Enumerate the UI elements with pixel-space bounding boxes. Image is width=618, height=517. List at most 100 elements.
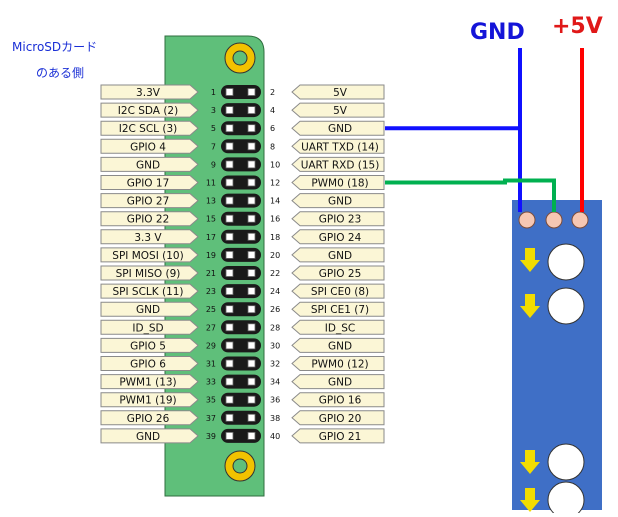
right-pin-label-box xyxy=(291,410,385,426)
led xyxy=(547,481,585,517)
right-pin-label: ID_SC xyxy=(325,322,355,334)
pin-right xyxy=(247,214,256,223)
right-pin-label: SPI CE0 (8) xyxy=(311,286,369,298)
right-pin-label: GPIO 23 xyxy=(319,214,362,226)
right-pin-number: 38 xyxy=(270,414,280,423)
direction-arrow xyxy=(520,294,540,318)
left-pin-label-box xyxy=(100,356,199,371)
pin-left xyxy=(225,196,234,205)
right-pin-label-box xyxy=(291,229,385,245)
left-pin-number: 25 xyxy=(206,305,216,314)
pin-left xyxy=(225,232,234,241)
pin-right xyxy=(247,323,256,332)
pin-left xyxy=(225,106,234,114)
right-pin-number: 14 xyxy=(270,197,280,206)
right-pin-label: PWM0 (18) xyxy=(311,178,368,190)
left-pin-number: 13 xyxy=(206,197,216,206)
left-pin-number: 23 xyxy=(206,287,216,296)
left-pin-label: 3.3 V xyxy=(134,232,162,244)
pin-right xyxy=(247,269,256,277)
left-pin-label: GPIO 26 xyxy=(127,413,170,425)
right-pin-number: 26 xyxy=(270,305,280,314)
right-pin-number: 6 xyxy=(270,124,275,133)
pin-right xyxy=(247,124,256,133)
right-pin-label-box xyxy=(291,156,385,172)
left-pin-number: 1 xyxy=(211,88,216,97)
left-pin-number: 9 xyxy=(211,160,216,169)
pin-left xyxy=(225,214,234,223)
left-pin-label-box xyxy=(100,392,199,408)
left-pin-label: GPIO 27 xyxy=(127,196,170,208)
right-pin-number: 22 xyxy=(270,269,280,278)
mount-hole-top-inner xyxy=(232,50,248,66)
wires xyxy=(385,48,584,212)
right-pin-number: 28 xyxy=(270,323,280,332)
right-pin-label: GPIO 20 xyxy=(319,413,362,425)
right-pin-number: 18 xyxy=(270,233,280,242)
left-pin-number: 3 xyxy=(211,106,216,115)
pin-right xyxy=(247,178,256,187)
direction-arrow xyxy=(520,248,540,272)
left-pin-label-box xyxy=(100,193,199,209)
right-pin-label-box xyxy=(291,193,385,209)
pin-right xyxy=(247,431,256,440)
right-pin-label-box xyxy=(291,374,385,390)
left-pin-label-box xyxy=(100,374,199,390)
pin-left xyxy=(225,431,234,440)
right-pin-label-box xyxy=(291,84,385,100)
left-pin-number: 37 xyxy=(206,414,216,423)
right-pin-label: GPIO 16 xyxy=(319,395,362,407)
left-pin-number: 35 xyxy=(206,396,216,405)
pin-left xyxy=(225,124,234,133)
left-pin-label-box xyxy=(100,319,199,335)
led-strip xyxy=(512,200,602,517)
left-pin-label-box xyxy=(100,229,199,245)
pad-din xyxy=(545,211,563,229)
pin-left xyxy=(225,359,234,368)
right-pin-number: 30 xyxy=(270,341,280,350)
pin-right xyxy=(247,395,256,404)
right-pin-number: 40 xyxy=(270,432,280,441)
right-pin-label: UART TXD (14) xyxy=(301,141,379,153)
pin-left xyxy=(225,250,234,259)
pin-left xyxy=(225,323,234,332)
left-pin-number: 5 xyxy=(211,124,216,133)
left-pin-label-box xyxy=(100,265,199,281)
microsd-side-note-line2: のある側 xyxy=(36,66,85,80)
right-pin-label-box xyxy=(291,337,385,353)
right-pin-label: GPIO 24 xyxy=(319,232,362,244)
pin-left xyxy=(225,395,234,404)
right-pin-label-box xyxy=(291,265,385,281)
left-pin-label: GND xyxy=(136,304,160,316)
right-pin-label: GND xyxy=(328,340,352,352)
right-pin-number: 34 xyxy=(270,378,280,387)
left-pin-label-box xyxy=(100,156,199,172)
right-pin-label-box xyxy=(291,283,385,299)
pad-5v xyxy=(571,211,589,229)
pin-right xyxy=(247,232,256,241)
left-pin-number: 29 xyxy=(206,341,216,350)
left-pin-label-box xyxy=(100,84,199,100)
left-pin-label: 3.3V xyxy=(136,87,161,99)
pin-left xyxy=(225,160,234,169)
left-pin-label-box xyxy=(100,247,199,263)
left-pin-label: GPIO 6 xyxy=(130,359,166,371)
right-pin-number: 24 xyxy=(270,287,280,296)
left-pin-number: 31 xyxy=(206,360,216,369)
pin-right xyxy=(247,341,256,350)
microsd-side-note-line1: MicroSDカード xyxy=(12,40,98,54)
5v-wire-label: +5V xyxy=(552,14,603,39)
left-pin-label-box xyxy=(100,102,199,118)
right-pin-label: GND xyxy=(328,250,352,262)
left-pin-label: SPI SCLK (11) xyxy=(112,286,183,298)
pin-right xyxy=(247,196,256,205)
